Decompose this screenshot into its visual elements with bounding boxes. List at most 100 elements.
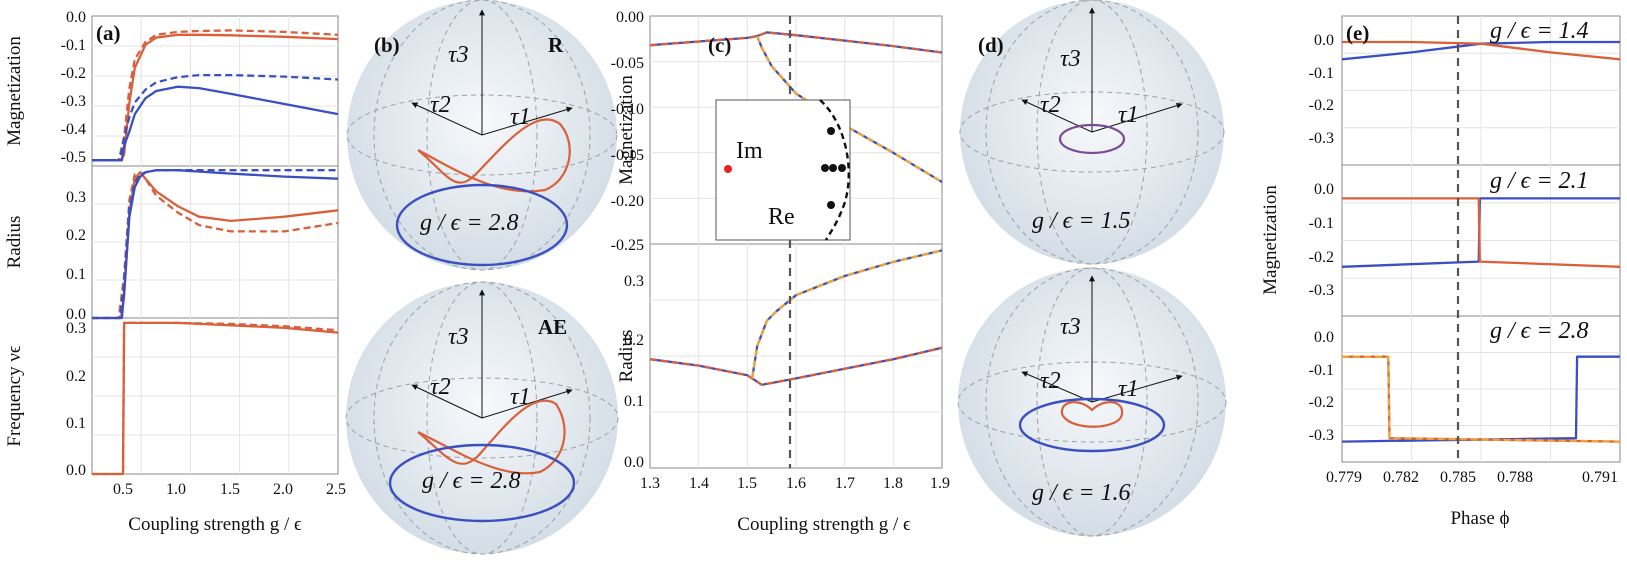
- inset-re-label: Re: [768, 204, 795, 230]
- series-line-orange-dashed: [92, 171, 339, 320]
- xtick-a: 0.5: [113, 481, 133, 498]
- annotation-b-top: g / ϵ = 2.8: [420, 210, 519, 236]
- series-line-gold-dashed: [751, 249, 943, 379]
- series-line-orange-solid: [92, 171, 339, 320]
- panel-label-a: (a): [96, 21, 121, 45]
- inset-black-point: [821, 164, 829, 172]
- ytick-a1: -0.2: [61, 65, 86, 82]
- panel-a: (a) Magnetization Radius Frequency νϵ 0.…: [4, 9, 346, 535]
- trajectory-blue: [1018, 397, 1166, 453]
- ytick-a1: 0.0: [66, 9, 86, 26]
- ylabel-a3: Frequency νϵ: [4, 345, 25, 447]
- ytick-e2: -0.1: [1309, 215, 1334, 232]
- axis-label-tau3: τ3: [448, 42, 469, 68]
- panel-b: τ3 τ2 τ1 R g / ϵ = 2.8 (b) τ3 τ2 τ1 AE g…: [345, 0, 619, 555]
- series-line-orange-solid: [1342, 40, 1621, 61]
- ytick-e1: -0.3: [1309, 130, 1334, 147]
- bloch-sphere-b-bottom: τ3 τ2 τ1 AE g / ϵ = 2.8: [345, 281, 619, 555]
- series-line-orange-dashed: [649, 346, 943, 386]
- annotation-e3: g / ϵ = 2.8: [1490, 318, 1589, 344]
- tag-AE: AE: [538, 315, 567, 339]
- series-line-gold-dashed: [1342, 355, 1621, 443]
- ytick-a3: 0.1: [66, 415, 86, 432]
- xtick-c: 1.7: [835, 475, 855, 492]
- ylabel-a2: Radius: [4, 216, 25, 269]
- ytick-c2: 0.3: [624, 273, 644, 290]
- series-line-orange-solid: [1342, 197, 1621, 268]
- ytick-a2: 0.0: [66, 306, 86, 323]
- xtick-c: 1.5: [737, 475, 757, 492]
- series-line-gold-dashed: [756, 35, 943, 183]
- series-line-orange-dashed: [92, 29, 339, 162]
- xlabel-c: Coupling strength g / ϵ: [737, 514, 911, 535]
- ytick-e2: -0.2: [1309, 249, 1334, 266]
- ytick-e1: -0.1: [1309, 65, 1334, 82]
- xlabel-e: Phase ϕ: [1450, 508, 1509, 529]
- inset-black-point: [838, 164, 846, 172]
- ytick-c2: 0.2: [624, 332, 644, 349]
- inset-black-point: [829, 164, 837, 172]
- bloch-sphere-d-top: τ3 τ2 τ1 g / ϵ = 1.5: [959, 0, 1225, 265]
- ytick-a2: 0.1: [66, 266, 86, 283]
- series-line-blue-dashed: [92, 73, 339, 162]
- ytick-a1: -0.3: [61, 93, 86, 110]
- annotation-e2: g / ϵ = 2.1: [1490, 168, 1589, 194]
- axis-label-tau3: τ3: [1060, 46, 1081, 72]
- ytick-c1: -0.15: [611, 147, 644, 164]
- ytick-c1: -0.10: [611, 101, 644, 118]
- curves-c: [649, 31, 943, 386]
- ytick-c1: -0.20: [611, 193, 644, 210]
- axis-label-tau2: τ2: [430, 374, 451, 400]
- ylabel-c1: Magnetization: [616, 75, 637, 185]
- inset-red-point: [724, 165, 732, 173]
- ytick-a1: -0.1: [61, 37, 86, 54]
- xtick-e: 0.779: [1326, 469, 1362, 486]
- ytick-a3: 0.0: [66, 462, 86, 479]
- inset-black-point: [827, 127, 835, 135]
- tag-R: R: [548, 33, 564, 57]
- inset-im-label: Im: [736, 138, 763, 164]
- xtick-a: 1.5: [220, 481, 240, 498]
- axis-label-tau1: τ1: [510, 104, 531, 130]
- ytick-a2: 0.3: [66, 189, 86, 206]
- ytick-a1: -0.5: [61, 149, 86, 166]
- panel-e: (e) g / ϵ = 1.4 g / ϵ = 2.1 g / ϵ = 2.8 …: [1260, 15, 1621, 529]
- ytick-a3: 0.2: [66, 368, 86, 385]
- trajectory-orange: [417, 399, 566, 475]
- grid-c: [650, 16, 942, 468]
- ytick-e3: -0.3: [1309, 427, 1334, 444]
- ytick-e2: 0.0: [1314, 181, 1334, 198]
- ytick-e3: -0.1: [1309, 362, 1334, 379]
- ytick-c2: 0.1: [624, 393, 644, 410]
- axis-label-tau1: τ1: [1118, 376, 1139, 402]
- ytick-a1: -0.4: [61, 121, 86, 138]
- xtick-e: 0.785: [1440, 469, 1476, 486]
- xtick-c: 1.8: [883, 475, 903, 492]
- panel-c: Im Re (c) Magnetization Radius 0.00 -0.0…: [611, 9, 950, 535]
- series-line-blue-solid: [751, 249, 943, 379]
- ytick-e1: -0.2: [1309, 97, 1334, 114]
- ylabel-a1: Magnetization: [4, 36, 25, 146]
- axis-label-tau3: τ3: [448, 324, 469, 350]
- xtick-a: 1.0: [166, 481, 186, 498]
- xtick-a: 2.0: [273, 481, 293, 498]
- xtick-a: 2.5: [326, 481, 346, 498]
- series-line-blue-solid: [92, 85, 339, 162]
- series-line-blue-dashed: [92, 169, 338, 320]
- trajectory-orange: [1060, 401, 1124, 428]
- axis-label-tau2: τ2: [1040, 368, 1061, 394]
- inset-dashed-curve: [819, 99, 850, 241]
- axis-label-tau1: τ1: [1118, 102, 1139, 128]
- series-line-blue-solid: [92, 169, 339, 320]
- xtick-e: 0.788: [1497, 469, 1533, 486]
- panel-label-b: (b): [374, 33, 400, 57]
- series-line-blue-solid: [649, 31, 943, 54]
- bloch-sphere-d-bottom: τ3 τ2 τ1 g / ϵ = 1.6: [957, 267, 1227, 537]
- axis-label-tau2: τ2: [430, 92, 451, 118]
- inset-spectrum: Im Re: [715, 99, 851, 241]
- panel-label-c: (c): [708, 33, 731, 57]
- axis-label-tau2: τ2: [1040, 92, 1061, 118]
- ylabel-e: Magnetization: [1260, 185, 1281, 295]
- ytick-c1: 0.00: [616, 9, 644, 26]
